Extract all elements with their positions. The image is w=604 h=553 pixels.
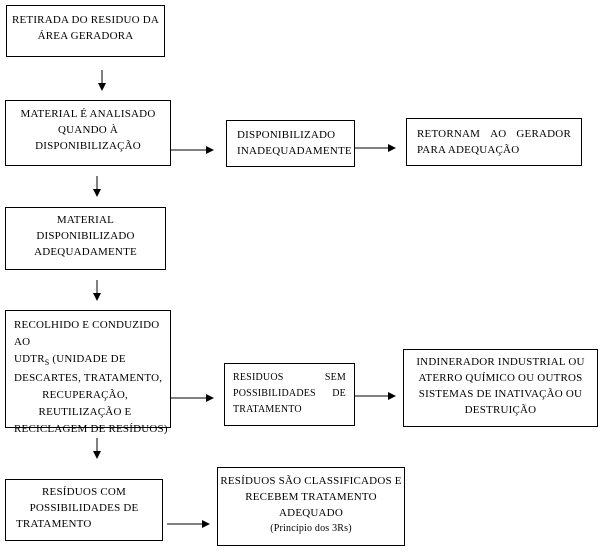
box-material-analisado: MATERIAL É ANALISADO QUANDO À DISPONIBIL… [5, 100, 171, 166]
box-sem-word2: SEM [324, 372, 346, 383]
box-incinerador: INDINERADOR INDUSTRIAL OU ATERRO QUÍMICO… [403, 349, 598, 427]
box-udtrs-line5: REUTILIZAÇÃO E [38, 405, 132, 418]
box-com-line1: RESÍDUOS COM [42, 486, 126, 498]
box-retornam-line2: PARA ADEQUAÇÃO [417, 143, 520, 156]
box-incinerador-line2: ATERRO QUÍMICO OU OUTROS [418, 371, 583, 384]
box-retirada-residuo: RETIRADA DO RESIDUO DA ÁREA GERADORA [6, 5, 165, 57]
box-adequado-line2: DISPONIBILIZADO [36, 229, 135, 242]
box-udtrs-acronym: UDTR [14, 353, 45, 366]
box-sem-word1: RESIDUOS [233, 372, 284, 383]
box-classificados: RESÍDUOS SÃO CLASSIFICADOS E RECEBEM TRA… [217, 467, 405, 546]
box-classificados-line3: ADEQUADO [279, 506, 343, 519]
box-residuos-com-tratamento: RESÍDUOS COM POSSIBILIDADES DE TRATAMENT… [5, 479, 163, 541]
box-com-line2: POSSIBILIDADES DE [29, 501, 139, 514]
box-inadequado-line2: INADEQUADAMENTE [237, 144, 352, 157]
box-udtrs-line3: DESCARTES, TRATAMENTO, [14, 371, 163, 384]
box-incinerador-line4: DESTRUIÇÃO [464, 403, 537, 416]
box-udtrs-line2-rest: (UNIDADE DE [49, 353, 126, 366]
box-classificados-line2: RECEBEM TRATAMENTO [245, 490, 377, 503]
box-incinerador-line3: SISTEMAS DE INATIVAÇÃO OU [418, 387, 583, 400]
box-sem-word4: DE [332, 388, 346, 399]
box-sem-line2: POSSIBILIDADES DE [233, 386, 346, 402]
box-sem-word3: POSSIBILIDADES [233, 388, 316, 399]
box-retornam-gerador: RETORNAM AO GERADOR PARA ADEQUAÇÃO [406, 118, 582, 166]
box-udtrs-line1: RECOLHIDO E CONDUZIDO AO [14, 319, 160, 349]
box-com-line3: TRATAMENTO [16, 517, 92, 530]
box-residuos-sem-tratamento: RESIDUOS SEM POSSIBILIDADES DE TRATAMENT… [224, 363, 355, 426]
box-recolhido-udtrs: RECOLHIDO E CONDUZIDO AO UDTRS (UNIDADE … [5, 310, 171, 435]
box-material-adequado: MATERIAL DISPONIBILIZADO ADEQUADAMENTE [5, 207, 166, 270]
box-udtrs-line6: RECICLAGEM DE RESÍDUOS) [14, 422, 168, 435]
box-incinerador-line1: INDINERADOR INDUSTRIAL OU [416, 356, 585, 368]
box-classificados-line4: (Princípio dos 3Rs) [270, 522, 352, 534]
box-disponibilizado-inadequadamente: DISPONIBILIZADO INADEQUADAMENTE [226, 120, 355, 167]
box-analisado-line3: DISPONIBILIZAÇÃO [35, 139, 141, 152]
box-classificados-line1: RESÍDUOS SÃO CLASSIFICADOS E [220, 475, 402, 487]
box-retornam-word2: AO [490, 128, 507, 140]
box-udtrs-line2: UDTRS (UNIDADE DE [14, 351, 170, 370]
box-udtrs-line4: RECUPERAÇÃO, [42, 388, 128, 401]
box-retirada-line2: ÁREA GERADORA [37, 29, 134, 42]
box-adequado-line3: ADEQUADAMENTE [34, 245, 137, 258]
box-analisado-line2: QUANDO À [58, 123, 118, 136]
box-udtrs-subscript: S [44, 358, 50, 368]
box-retornam-word1: RETORNAM [417, 128, 481, 140]
box-retirada-line1: RETIRADA DO RESIDUO DA [11, 14, 160, 26]
box-sem-line1: RESIDUOS SEM [233, 370, 346, 386]
box-inadequado-line1: DISPONIBILIZADO [237, 129, 336, 141]
box-analisado-line1: MATERIAL É ANALISADO [20, 108, 156, 120]
box-retornam-line1: RETORNAM AO GERADOR [417, 127, 571, 143]
box-adequado-line1: MATERIAL [56, 214, 115, 226]
box-sem-line3: TRATAMENTO [233, 404, 302, 415]
box-retornam-word3: GERADOR [516, 128, 571, 140]
